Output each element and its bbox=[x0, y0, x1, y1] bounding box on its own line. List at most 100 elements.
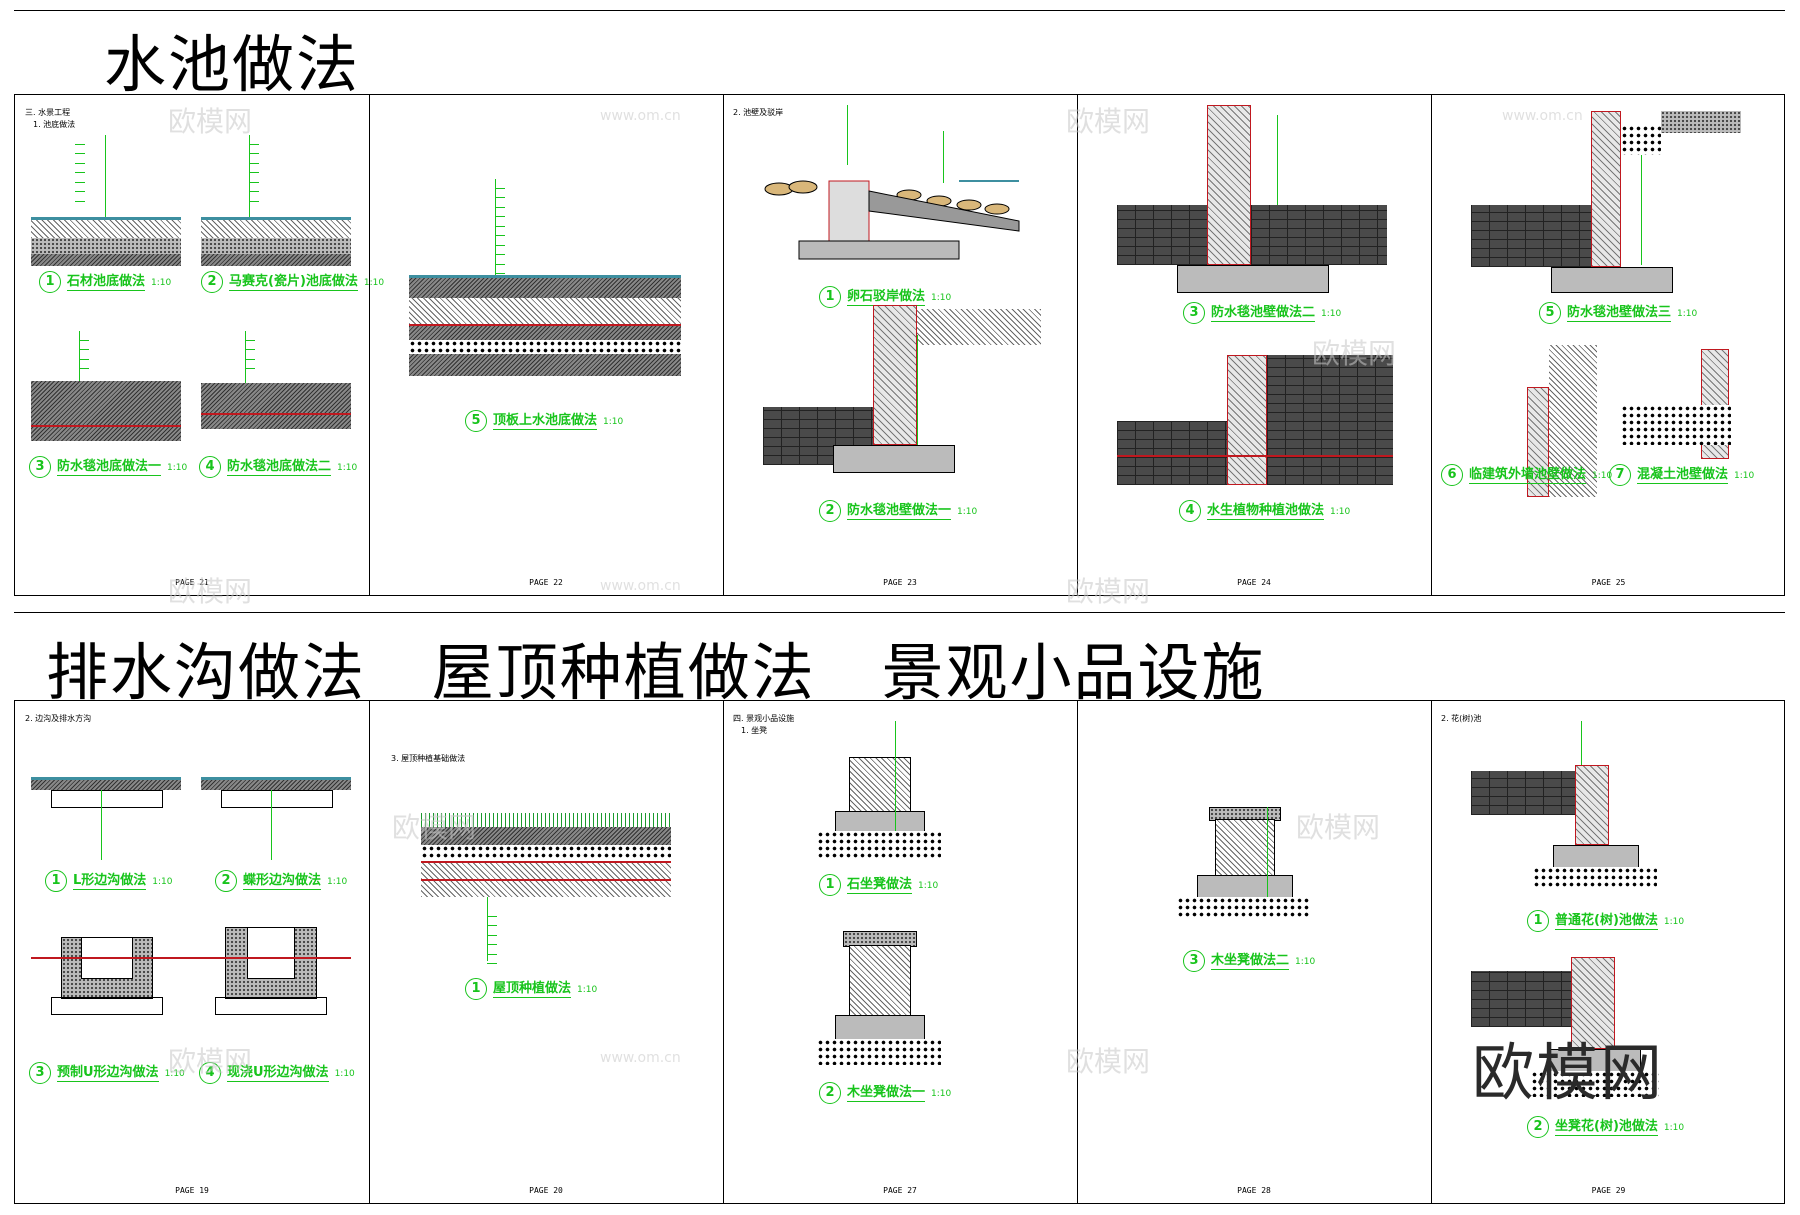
detail-number: 1 bbox=[819, 874, 841, 896]
watermark-logo: 欧模网 bbox=[1296, 811, 1381, 844]
pebble-shape bbox=[956, 199, 982, 211]
detail-label: 防水毯池底做法一 bbox=[57, 459, 162, 476]
detail-label: 预制U形边沟做法 bbox=[57, 1065, 159, 1082]
membrane-layer bbox=[31, 957, 351, 959]
pool-wall bbox=[1207, 105, 1251, 265]
watermark-logo: 欧模网 bbox=[168, 575, 253, 608]
pool-wall bbox=[873, 305, 917, 445]
water-line bbox=[31, 217, 181, 220]
detail-scale: 1:10 bbox=[1663, 1123, 1685, 1133]
watermark-logo-large: 欧模网 bbox=[1472, 1036, 1665, 1109]
leader-line bbox=[271, 790, 272, 860]
protection-layer bbox=[409, 326, 681, 340]
page-divider bbox=[723, 95, 724, 595]
layer-notes bbox=[79, 331, 89, 369]
page-heading: 2. 边沟及排水方沟 bbox=[25, 714, 92, 723]
detail-label: 临建筑外墙池壁做法 bbox=[1469, 467, 1587, 484]
page-heading: 三. 水景工程 bbox=[25, 108, 71, 117]
detail-scale: 1:10 bbox=[152, 877, 173, 887]
page-number: PAGE 25 bbox=[1591, 578, 1626, 587]
layer-notes bbox=[245, 331, 255, 369]
watermark-logo: 欧模网 bbox=[168, 1045, 253, 1078]
detail-label: 防水毯池壁做法一 bbox=[847, 503, 952, 520]
layer-notes bbox=[495, 179, 505, 284]
detail-scale: 1:10 bbox=[957, 507, 978, 517]
watermark-logo: 欧模网 bbox=[1312, 337, 1397, 370]
caption-detail-1: 1 L形边沟做法 1:10 bbox=[45, 869, 173, 892]
detail-number: 1 bbox=[1527, 910, 1549, 932]
gravel-base bbox=[1531, 1071, 1659, 1097]
detail-number: 1 bbox=[45, 870, 67, 892]
leader-line bbox=[1267, 807, 1268, 897]
detail-scale: 1:10 bbox=[577, 985, 598, 995]
building-wall bbox=[1549, 345, 1597, 497]
detail-label: 蝶形边沟做法 bbox=[243, 873, 322, 890]
detail-number: 3 bbox=[29, 1062, 51, 1084]
drain-base bbox=[51, 997, 163, 1015]
section-title-row2: 排水沟做法 屋顶种植做法 景观小品设施 bbox=[46, 622, 1309, 712]
page-heading: 3. 屋顶种植基础做法 bbox=[391, 754, 466, 763]
planter-wall bbox=[1571, 957, 1615, 1049]
detail-scale: 1:10 bbox=[1663, 917, 1685, 927]
page-number: PAGE 22 bbox=[529, 578, 563, 587]
detail-scale: 1:10 bbox=[1734, 471, 1755, 481]
detail-number: 5 bbox=[1539, 302, 1561, 324]
soil-layer bbox=[201, 383, 351, 413]
page-divider bbox=[1431, 95, 1432, 595]
concrete-layer bbox=[409, 298, 681, 324]
pavement bbox=[201, 780, 351, 790]
detail-label: 防水毯池壁做法二 bbox=[1211, 305, 1316, 322]
detail-scale: 1:10 bbox=[1295, 957, 1316, 967]
planter-base bbox=[1549, 1049, 1641, 1073]
detail-number: 2 bbox=[819, 500, 841, 522]
layer-notes bbox=[487, 907, 497, 964]
pebble-shape bbox=[984, 203, 1010, 215]
base-layer bbox=[201, 415, 351, 429]
soil-fill bbox=[1471, 205, 1591, 267]
paving bbox=[1661, 111, 1741, 133]
detail-scale: 1:10 bbox=[1330, 507, 1351, 517]
watermark-logo: 欧模网 bbox=[392, 811, 477, 844]
pebble-bank-section bbox=[764, 180, 1020, 260]
water-line bbox=[409, 275, 681, 278]
membrane-layer bbox=[421, 861, 671, 863]
stone-layer bbox=[31, 220, 181, 238]
detail-label: 顶板上水池底做法 bbox=[493, 413, 598, 430]
page-divider bbox=[369, 95, 370, 595]
detail-number: 3 bbox=[29, 456, 51, 478]
watermark-url: www.om.cn bbox=[600, 108, 681, 124]
leader-line bbox=[101, 790, 102, 860]
watermark-url: www.om.cn bbox=[600, 1050, 681, 1066]
detail-number: 1 bbox=[465, 978, 487, 1000]
footing bbox=[833, 445, 955, 473]
concrete-layer bbox=[31, 238, 181, 254]
protection-layer bbox=[421, 863, 671, 879]
gravel-layer bbox=[201, 254, 351, 266]
planter-base bbox=[1553, 845, 1639, 869]
detail-label: L形边沟做法 bbox=[73, 873, 147, 890]
layer-notes bbox=[75, 135, 85, 202]
leader-line bbox=[1641, 155, 1642, 265]
channel-void bbox=[247, 927, 295, 979]
page-number: PAGE 21 bbox=[175, 578, 209, 587]
detail-scale: 1:10 bbox=[603, 417, 624, 427]
drain-base bbox=[51, 790, 163, 808]
page-divider bbox=[369, 701, 370, 1203]
page-heading: 四. 景观小品设施 bbox=[733, 714, 795, 723]
pool-wall bbox=[1591, 111, 1621, 267]
page-divider bbox=[1431, 701, 1432, 1203]
detail-label: 木坐凳做法一 bbox=[847, 1085, 926, 1102]
leader-line bbox=[1277, 115, 1278, 205]
